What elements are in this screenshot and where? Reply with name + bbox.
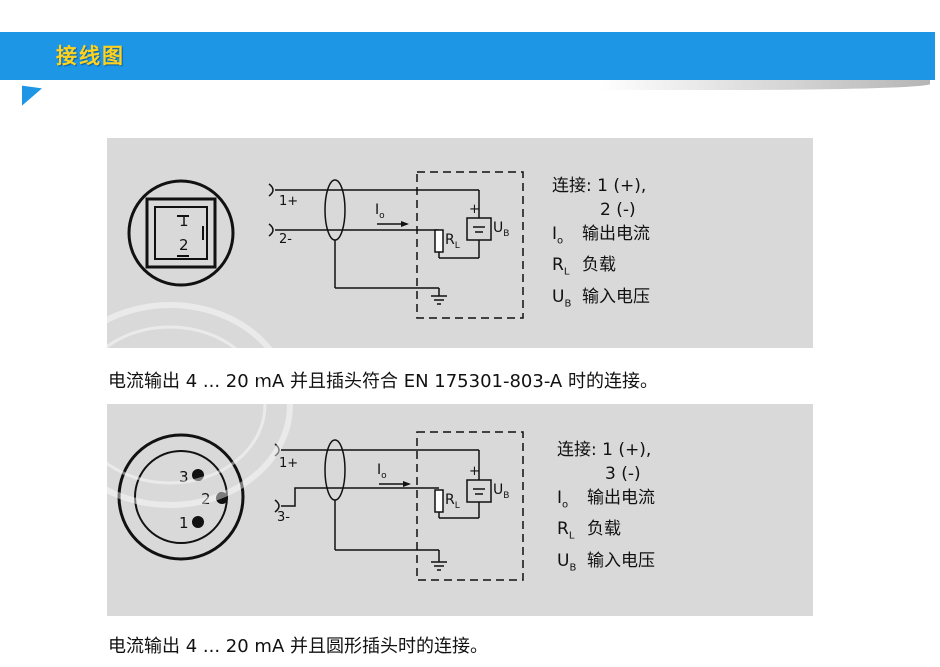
connector-pin-2 <box>216 492 228 504</box>
wire-minus <box>281 487 417 507</box>
load-resistor <box>434 229 444 253</box>
connection-line: 连接: 1 (+), <box>552 176 647 196</box>
connection-line: 2 (-) <box>600 200 636 220</box>
wiring-diagram-round-connector: 3 2 1 1+ 3- Io RL UB + 连接: 1 (+), 3 (-) … <box>107 404 813 616</box>
ground-symbol <box>431 561 447 571</box>
connector-square-outer <box>145 197 217 269</box>
wiring-schematic-1 <box>127 171 524 319</box>
connector-contact-marks <box>177 215 189 257</box>
supply-plus-sign: + <box>469 464 480 479</box>
terminal-label: 1+ <box>279 456 299 471</box>
current-arrow-head <box>403 481 411 487</box>
connector-pin-3 <box>192 469 204 481</box>
current-arrow-head <box>401 221 409 227</box>
connector-pin-label: 1 <box>179 514 189 532</box>
terminal-1-hook <box>274 443 280 457</box>
resistor-label: RL <box>445 232 460 251</box>
wiring-diagram-din-connector: 1 2 1+ 2- Io RL UB + 连接: 1 (+), 2 (-) Io… <box>107 138 813 348</box>
diagram-caption: 电流输出 4 ... 20 mA 并且圆形插头时的连接。 <box>108 636 488 657</box>
terminal-2-hook <box>268 223 274 237</box>
supply-label: UB <box>493 482 510 501</box>
header-shadow <box>600 80 930 90</box>
cable-shield <box>324 179 346 241</box>
cable-shield <box>324 439 346 501</box>
supply-label: UB <box>493 220 510 239</box>
connector-outline <box>127 179 235 287</box>
supply-plus-sign: + <box>469 202 480 217</box>
terminal-3-hook <box>274 499 280 513</box>
connector-pin-label: 1 <box>179 212 189 230</box>
terminal-label: 2- <box>279 232 292 247</box>
terminal-label: 1+ <box>279 194 299 209</box>
connector-pin-1 <box>192 516 204 528</box>
connection-line: 3 (-) <box>605 464 641 484</box>
current-label: Io <box>375 202 385 221</box>
connector-square-inner <box>154 206 208 260</box>
connector-pin-label: 2 <box>179 236 189 254</box>
evaluation-unit-boundary <box>416 171 524 319</box>
supply-box <box>466 479 492 503</box>
supply-box <box>466 217 492 241</box>
corner-arrow-icon <box>22 78 42 106</box>
section-header-bar <box>0 32 935 80</box>
evaluation-unit-boundary <box>416 431 524 581</box>
current-label: Io <box>377 462 387 481</box>
section-title: 接线图 <box>56 44 125 68</box>
ground-symbol <box>431 295 447 305</box>
connector-pin-label: 3 <box>179 468 189 486</box>
connector-outline-outer <box>117 433 245 561</box>
terminal-1-hook <box>268 183 274 197</box>
load-resistor <box>434 489 444 513</box>
diagram-caption: 电流输出 4 ... 20 mA 并且插头符合 EN 175301-803-A … <box>108 371 658 392</box>
wiring-schematic-2 <box>117 431 524 581</box>
resistor-label: RL <box>445 492 460 511</box>
connector-pin-label: 2 <box>201 490 211 508</box>
terminal-label: 3- <box>277 510 290 525</box>
connection-line: 连接: 1 (+), <box>557 440 652 460</box>
